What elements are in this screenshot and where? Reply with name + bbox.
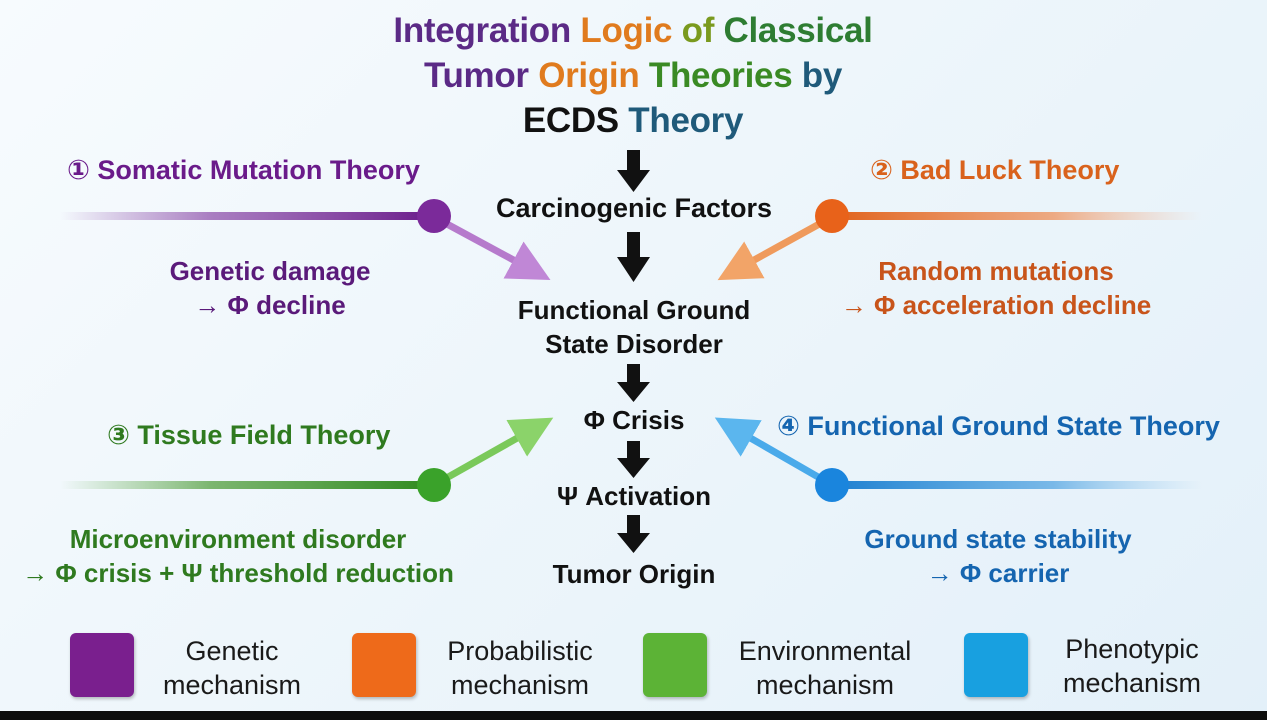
- fgs-line: [832, 481, 1202, 489]
- somatic-arrow: [432, 213, 551, 280]
- badluck-line: [832, 212, 1202, 220]
- mechanism-tissue-line-1: Microenvironment disorder: [69, 524, 407, 554]
- legend-label-genetic: Genetic mechanism: [132, 634, 332, 702]
- theory-somatic-mutation: ① Somatic Mutation Theory: [67, 155, 420, 185]
- legend-label-line: mechanism: [450, 670, 590, 700]
- somatic-node: [417, 199, 451, 233]
- flow-carcinogenic-factors: Carcinogenic Factors: [495, 193, 773, 223]
- title-word: Theory: [628, 101, 744, 140]
- mechanism-badluck-line-2: → Φ acceleration decline: [840, 290, 1152, 320]
- theory-tissue-field: ③ Tissue Field Theory: [107, 420, 391, 450]
- badluck-node: [815, 199, 849, 233]
- legend-label-line: mechanism: [162, 670, 302, 700]
- tissue-node: [417, 468, 451, 502]
- flow-fgs-line-2: State Disorder: [545, 329, 723, 359]
- legend-label-line: Environmental: [738, 636, 912, 666]
- mechanism-badluck-line-1: Random mutations: [878, 256, 1114, 286]
- title-word: Classical: [723, 11, 873, 50]
- mechanism-somatic: Genetic damage → Φ decline: [140, 254, 400, 322]
- flow-phi-crisis: Φ Crisis: [583, 405, 685, 435]
- mechanism-fgs-line-1: Ground state stability: [864, 524, 1132, 554]
- mechanism-somatic-line-2: → Φ decline: [194, 290, 346, 320]
- title-word: ECDS: [522, 101, 629, 140]
- title-line-3: ECDS Theory: [333, 98, 933, 143]
- theory-functional-ground-state: ④ Functional Ground State Theory: [777, 411, 1220, 441]
- flow-psi-activation: Ψ Activation: [557, 481, 711, 511]
- down-arrow-1: [617, 150, 650, 192]
- mechanism-somatic-line-1: Genetic damage: [169, 256, 371, 286]
- title-word: Tumor: [423, 56, 539, 95]
- legend-label-line: mechanism: [1062, 668, 1202, 698]
- fgs-arrow: [714, 417, 834, 489]
- mechanism-tissue: Microenvironment disorder → Φ crisis + Ψ…: [0, 522, 476, 590]
- tissue-arrow: [432, 417, 554, 489]
- down-arrow-3: [617, 364, 650, 402]
- legend-swatch-environmental: [643, 633, 707, 697]
- theory-bad-luck: ② Bad Luck Theory: [870, 155, 1120, 185]
- somatic-line: [60, 212, 435, 220]
- down-arrow-5: [617, 515, 650, 553]
- page-title: Integration Logic of Classical Tumor Ori…: [333, 8, 933, 143]
- down-arrow-2: [617, 232, 650, 282]
- mechanism-fgs: Ground state stability → Φ carrier: [838, 522, 1158, 590]
- title-word: Logic: [580, 11, 682, 50]
- legend-label-phenotypic: Phenotypic mechanism: [1032, 632, 1232, 700]
- mechanism-badluck: Random mutations → Φ acceleration declin…: [816, 254, 1176, 322]
- legend-swatch-genetic: [70, 633, 134, 697]
- bottom-border: [0, 711, 1267, 720]
- legend-label-line: Phenotypic: [1065, 634, 1199, 664]
- flow-fgs-line-1: Functional Ground: [517, 295, 751, 325]
- badluck-arrow: [717, 213, 834, 281]
- legend-label-probabilistic: Probabilistic mechanism: [420, 634, 620, 702]
- legend-label-environmental: Environmental mechanism: [725, 634, 925, 702]
- down-arrow-4: [617, 441, 650, 478]
- title-word: Origin: [538, 56, 649, 95]
- title-line-2: Tumor Origin Theories by: [333, 53, 933, 98]
- mechanism-tissue-line-2: → Φ crisis + Ψ threshold reduction: [22, 558, 454, 588]
- legend-label-line: Genetic: [185, 636, 279, 666]
- fgs-node: [815, 468, 849, 502]
- tissue-line: [60, 481, 435, 489]
- flow-tumor-origin: Tumor Origin: [552, 559, 716, 589]
- title-word: Theories: [648, 56, 802, 95]
- title-line-1: Integration Logic of Classical: [333, 8, 933, 53]
- legend-label-line: Probabilistic: [447, 636, 593, 666]
- legend-label-line: mechanism: [755, 670, 895, 700]
- title-word: by: [801, 56, 843, 95]
- legend-swatch-probabilistic: [352, 633, 416, 697]
- legend-swatch-phenotypic: [964, 633, 1028, 697]
- flow-functional-ground-state-disorder: Functional Ground State Disorder: [434, 293, 834, 361]
- title-word: Integration: [393, 11, 581, 50]
- mechanism-fgs-line-2: → Φ carrier: [926, 558, 1070, 588]
- title-word: of: [681, 11, 724, 50]
